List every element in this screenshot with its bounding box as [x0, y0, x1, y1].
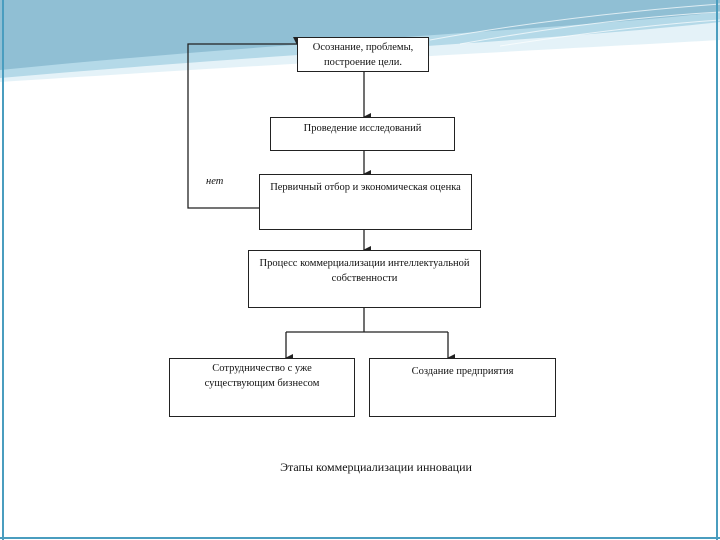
- node-research-label: Проведение исследований: [303, 123, 422, 134]
- node-awareness: Осознание, проблемы, построение цели.: [297, 37, 429, 72]
- node-cooperation-label: Сотрудничество с уже существующим бизнес…: [204, 363, 320, 390]
- node-enterprise: Создание предприятия: [369, 358, 556, 417]
- feedback-label: нет: [206, 176, 224, 187]
- node-awareness-label: Осознание, проблемы, построение цели.: [312, 42, 414, 69]
- node-commercialization: Процесс коммерциализации интеллектуально…: [248, 250, 481, 308]
- node-selection-label: Первичный отбор и экономическая оценка: [270, 182, 461, 193]
- feedback-loop-line: [187, 37, 301, 209]
- top-wave-lines: [429, 3, 720, 47]
- node-selection: Первичный отбор и экономическая оценка: [259, 174, 472, 230]
- diagram-caption: Этапы коммерциализации инновации: [280, 460, 472, 474]
- node-commercialization-label: Процесс коммерциализации интеллектуально…: [259, 258, 470, 285]
- node-enterprise-label: Создание предприятия: [411, 366, 514, 377]
- node-cooperation: Сотрудничество с уже существующим бизнес…: [169, 358, 355, 417]
- node-research: Проведение исследований: [270, 117, 455, 151]
